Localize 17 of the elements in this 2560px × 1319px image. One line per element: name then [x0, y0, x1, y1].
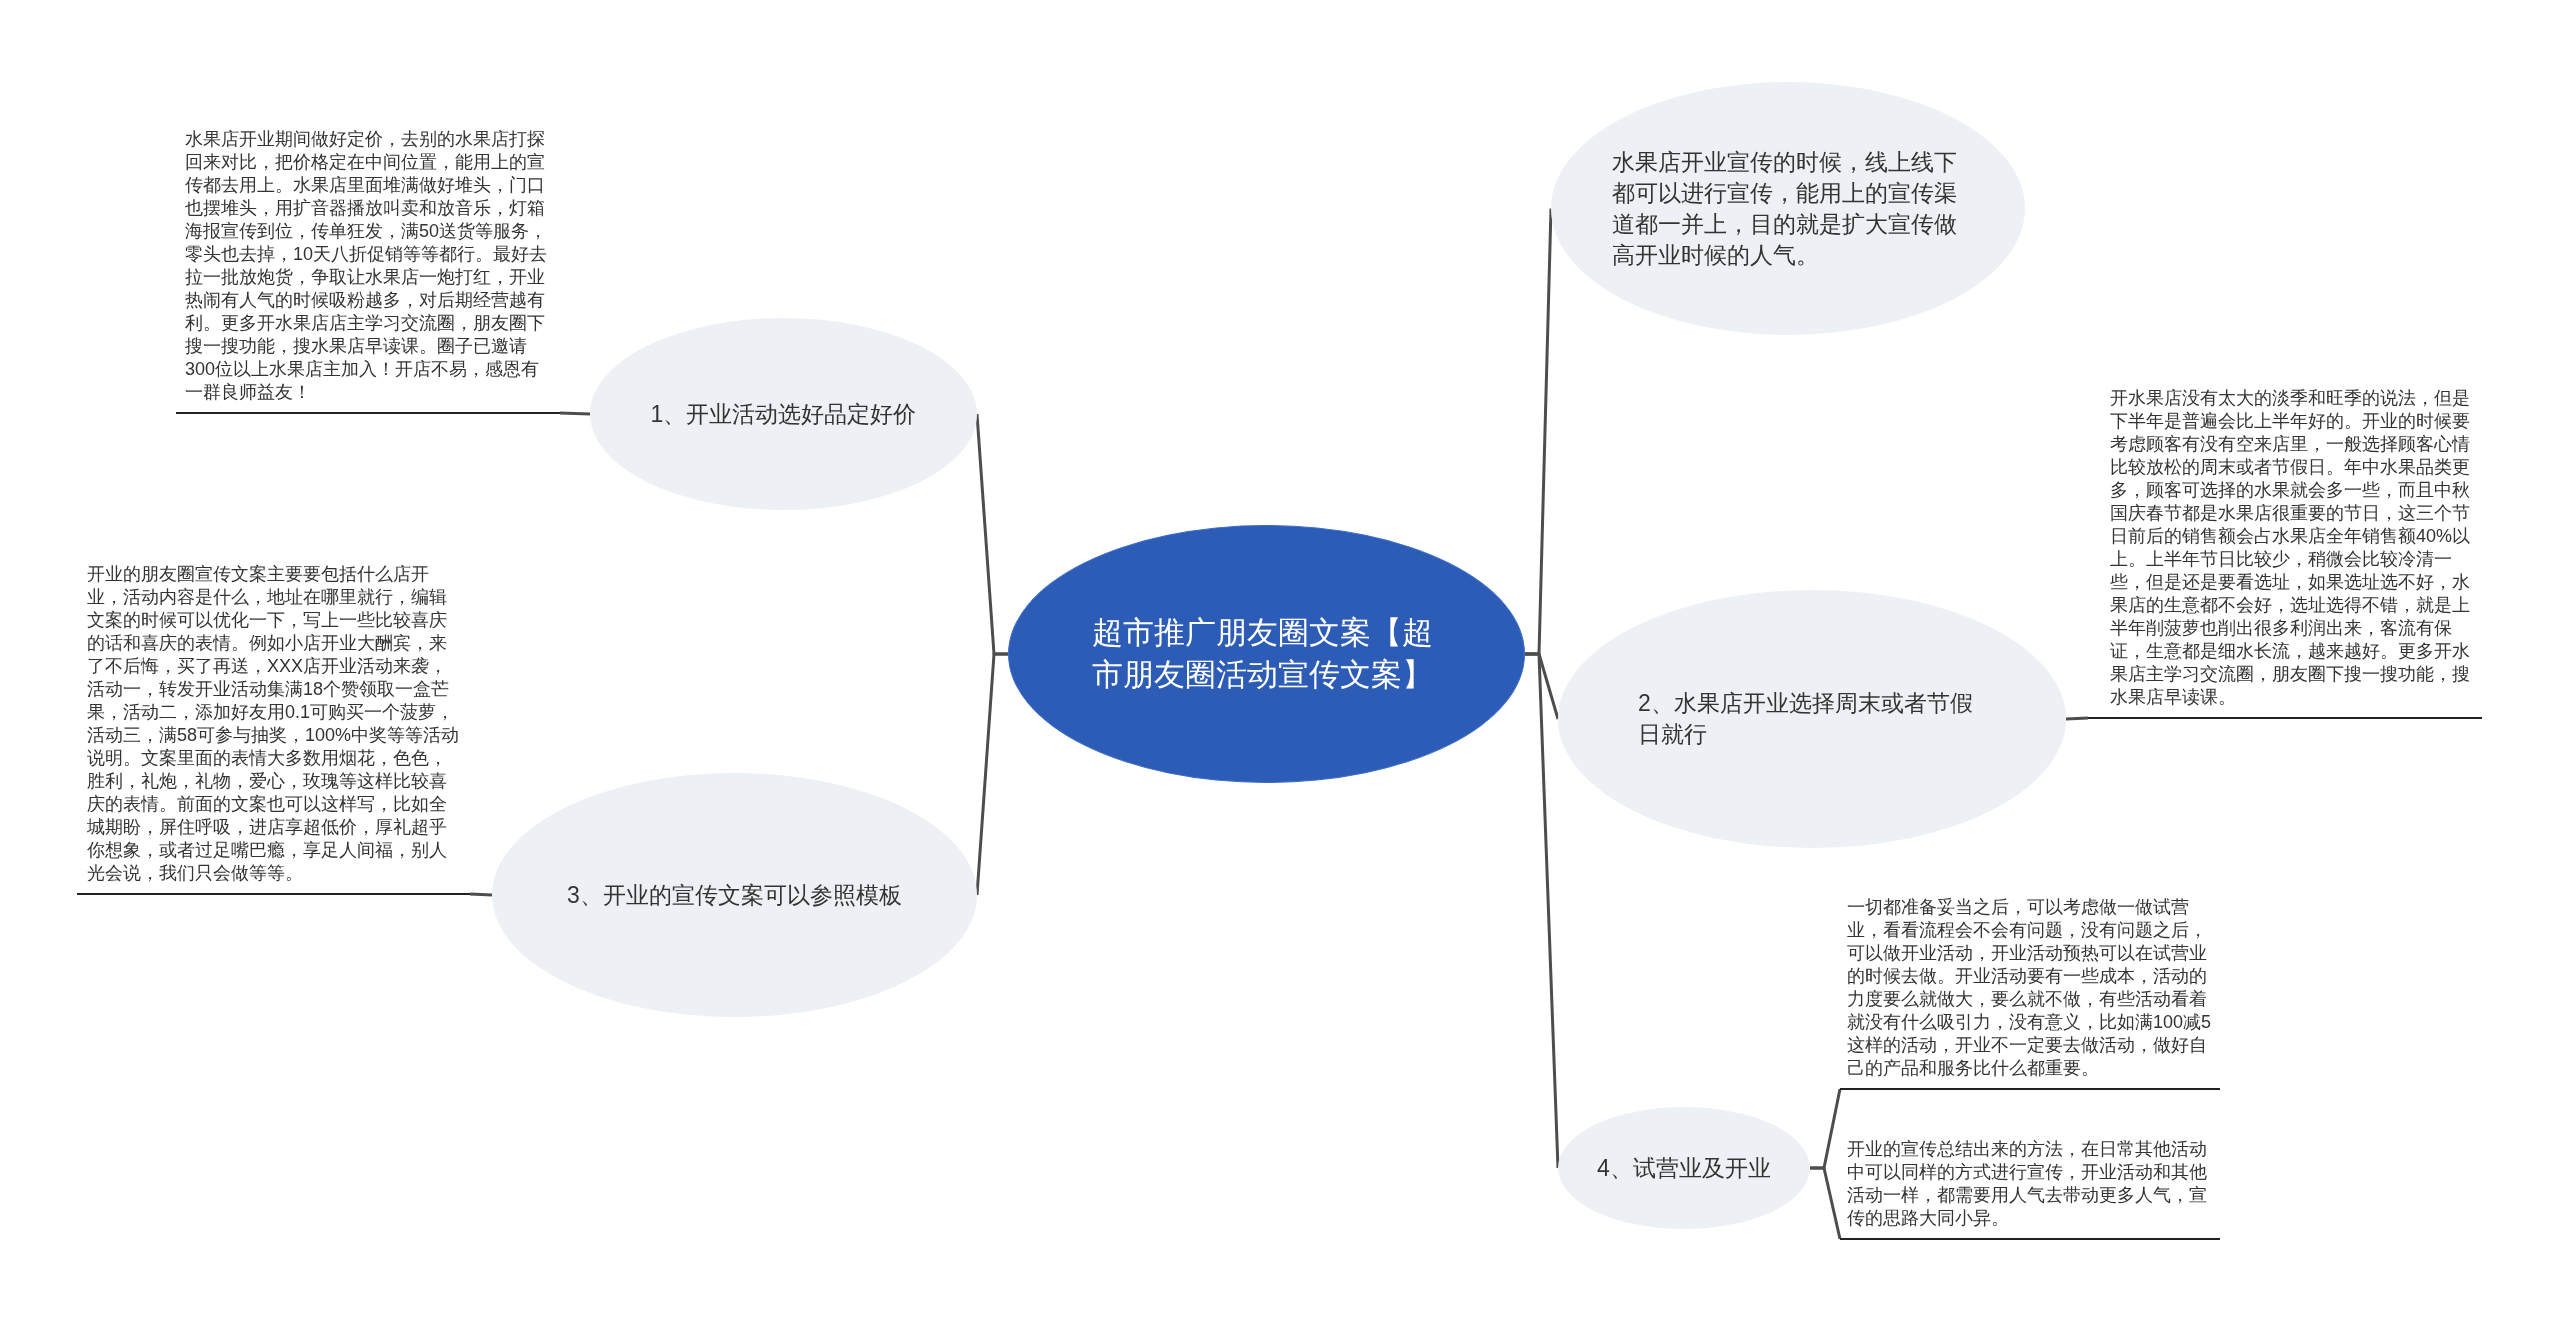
branch-label: 水果店开业宣传的时候，线上线下都可以进行宣传，能用上的宣传渠道都一并上，目的就是扩大宣传做高开业时候的人气。 [1612, 147, 1958, 270]
connector-line [559, 411, 591, 416]
branch-label: 2、水果店开业选择周末或者节假日就行 [1638, 689, 1974, 749]
connector-line [2065, 716, 2089, 721]
topic-label: 超市推广朋友圈文案【超市朋友圈活动宣传文案】 [1091, 614, 1434, 694]
connector-line [975, 652, 1008, 896]
note-text: 开业的朋友圈宣传文案主要要包括什么店开业，活动内容是什么，地址在哪里就行，编辑文案的时候可以优化一下，写上一些比较喜庆的话和喜庆的表情。例如小店开业大酬宾，来了不后悔，买了再送，XXX店开业活动来袭，活动一，转发开业活动集满18个赞领取一盒芒果，活动二，添加好友用0.1可购买一个菠萝，活动三，满58可参与抽奖，100%中奖等等活动说明。文案里面的表情大多数用烟花，色色，胜利，礼炮，礼物，爱心，玫瑰等这样比较喜庆的表情。前面的文案也可以这样写，比如全城期盼，屏住呼吸，进店享超低价，厚礼超乎你想象，或者过足嘴巴瘾，享足人间福，别人光会说，我们只会做等等。 [77, 563, 470, 895]
note-text: 开业的宣传总结出来的方法，在日常其他活动中可以同样的方式进行宣传，开业活动和其他活动一样，都需要用人气去带动更多人气，宣传的思路大同小异。 [1840, 1138, 2220, 1240]
connector-line [1525, 652, 1560, 1169]
branch-label: 1、开业活动选好品定好价 [650, 399, 917, 429]
branch-label: 4、试营业及开业 [1597, 1153, 1771, 1183]
branch-label: 3、开业的宣传文案可以参照模板 [567, 880, 902, 910]
note-text: 水果店开业期间做好定价，去别的水果店打探回来对比，把价格定在中间位置，能用上的宣传都去用上。水果店里面堆满做好堆头，门口也摆堆头，用扩音器播放叫卖和放音乐，灯箱海报宣传到位，传单狂发，满50送货等服务，零头也去掉，10天八折促销等等都行。最好去拉一批放炮货，争取让水果店一炮打红，开业热闹有人气的时候吸粉越多，对后期经营越有利。更多开水果店店主学习交流圈，朋友圈下搜一搜功能，搜水果店早读课。圈子已邀请300位以上水果店主加入！开店不易，感恩有一群良师益友！ [176, 128, 560, 414]
connector-line [1810, 1166, 1842, 1240]
note-text: 开水果店没有太大的淡季和旺季的说法，但是下半年是普遍会比上半年好的。开业的时候要考虑顾客有没有空来店里，一般选择顾客心情比较放松的周末或者节假日。年中水果品类更多，顾客可选择的水果就会多一些，而且中秋国庆春节都是水果店很重要的节日，这三个节日前后的销售额会占水果店全年销售额40%以上。上半年节日比较少，稍微会比较冷清一些，但是还是要看选址，如果选址选不好，水果店的生意都不会好，选址选得不错，就是上半年削菠萝也削出很多利润出来，客流有保证，生意都是细水长流，越来越好。更多开水果店主学习交流圈，朋友圈下搜一搜功能，搜水果店早读课。 [2088, 387, 2482, 719]
connector-line [469, 892, 493, 897]
note-text: 一切都准备妥当之后，可以考虑做一做试营业，看看流程会不会有问题，没有问题之后，可以做开业活动，开业活动预热可以在试营业的时候去做。开业活动要有一些成本，活动的力度要么就做大，要么就不做，有些活动看着就没有什么吸引力，没有意义，比如满100减5这样的活动，开业不一定要去做活动，做好自己的产品和服务比什么都重要。 [1840, 896, 2220, 1090]
